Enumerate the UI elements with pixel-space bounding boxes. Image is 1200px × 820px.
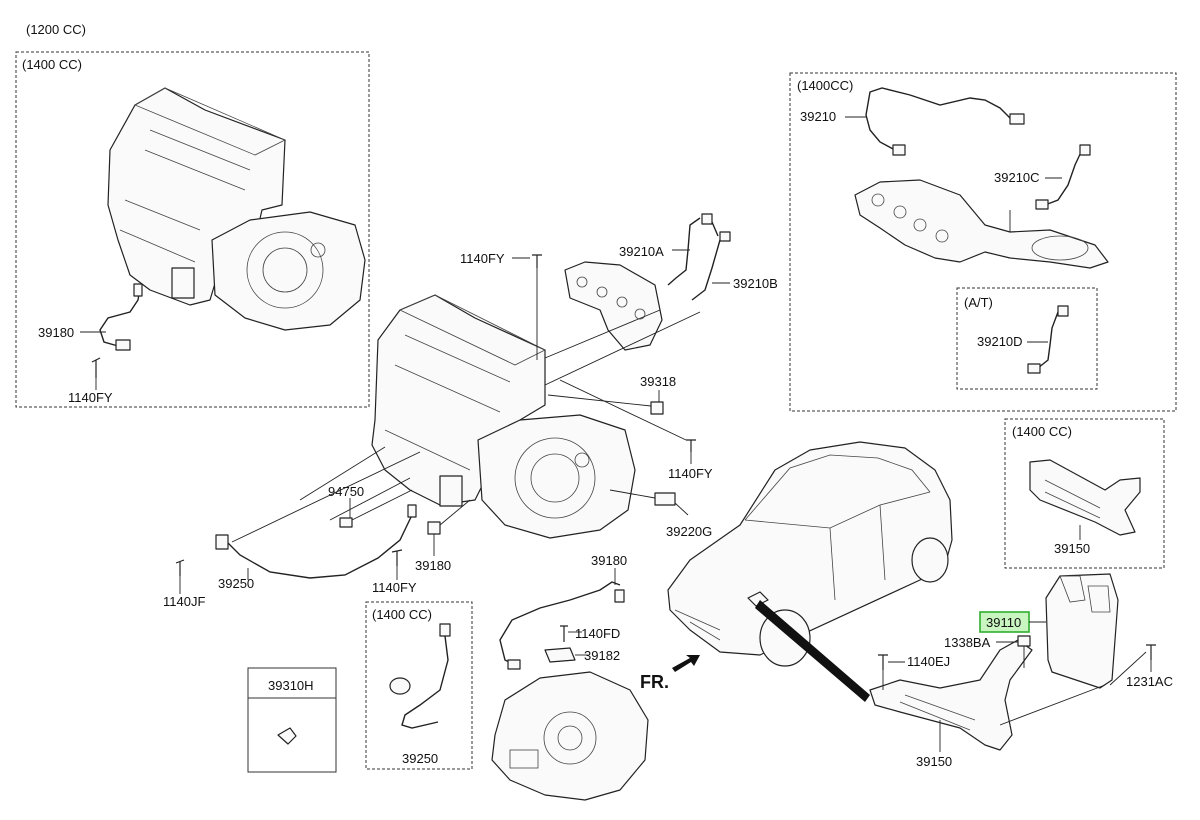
label-39250: 39250: [218, 576, 254, 591]
bolt-1140fd: [560, 625, 568, 642]
sensor-39180-mid: [427, 521, 441, 535]
part-39310h-icon: [277, 727, 297, 745]
sensor-94750: [339, 517, 353, 528]
exhaust-manifold-1400: [854, 179, 1109, 269]
ecu-bracket-39150: [869, 639, 1033, 751]
sensor-wire-39210c: [1044, 149, 1083, 206]
label-39150-low: 39150: [916, 754, 952, 769]
sensor-wire-39210: [865, 87, 1011, 119]
label-39220g: 39220G: [666, 524, 712, 539]
leader-car-to-ecu: [755, 600, 870, 702]
label-39318: 39318: [640, 374, 676, 389]
label-1140ej: 1140EJ: [907, 654, 950, 669]
group-label-at: (A/T): [964, 295, 993, 310]
sensor-wire-39210a: [667, 217, 701, 286]
label-1140fy-top: 1140FY: [68, 390, 113, 405]
ecu-39110: [1045, 573, 1119, 689]
bracket-39182: [544, 647, 576, 663]
label-39110[interactable]: 39110: [986, 615, 1021, 630]
at-box: [956, 287, 1098, 390]
ecu-bracket-39150-1400: [1029, 459, 1141, 536]
sensor-39180-top: [115, 339, 131, 351]
label-1140fy-engine: 1140FY: [460, 251, 505, 266]
engine-block-1400: [107, 87, 366, 331]
label-1140fy-low: 1140FY: [372, 580, 417, 595]
nut-1338ba: [1017, 635, 1031, 647]
label-39210: 39210: [800, 109, 836, 124]
group-label-engine-1400: (1400 CC): [22, 57, 82, 72]
label-94750: 94750: [328, 484, 364, 499]
bolt-1140ej: [878, 654, 888, 670]
group-label-knock-1400: (1400 CC): [372, 607, 432, 622]
label-39180-top: 39180: [38, 325, 74, 340]
label-39210b: 39210B: [733, 276, 778, 291]
label-39210a: 39210A: [619, 244, 664, 259]
label-1140fd: 1140FD: [575, 626, 620, 641]
vehicle-illustration: [667, 441, 953, 667]
sensor-wire-39210b: [691, 221, 721, 301]
label-39210c: 39210C: [994, 170, 1040, 185]
label-39250-box: 39250: [402, 751, 438, 766]
label-39210d: 39210D: [977, 334, 1023, 349]
label-39180-trans: 39180: [591, 553, 627, 568]
sensor-connector-39180-top: [133, 283, 143, 297]
sensor-wire-39250-box: [401, 635, 449, 729]
engine-1400-box: [15, 51, 370, 408]
exhaust-manifold-center: [564, 261, 663, 351]
knock-sensor-1400-box: [365, 601, 473, 770]
label-1231ac: 1231AC: [1126, 674, 1173, 689]
sensor-wire-39210d: [1037, 311, 1059, 369]
group-label-1200cc: (1200 CC): [26, 22, 86, 37]
front-arrow-icon: [672, 655, 700, 672]
engine-block-center: [371, 294, 636, 539]
label-39182: 39182: [584, 648, 620, 663]
front-marker: FR.: [640, 672, 669, 692]
bolt-1231ac: [1146, 644, 1156, 660]
ecu-bracket-1400-box: [1004, 418, 1165, 569]
sensor-wire-39180-trans: [499, 581, 621, 666]
bolt-1140fy-top: [91, 357, 101, 378]
manifold-1400-box: [789, 72, 1177, 412]
sensor-wire-39180-top: [99, 287, 141, 347]
label-39310h: 39310H: [268, 678, 314, 693]
bolt-1140jf: [175, 559, 185, 576]
label-39150-box: 39150: [1054, 541, 1090, 556]
transmission: [491, 671, 649, 801]
bolt-1140fy-right: [686, 439, 696, 452]
bolt-1140fy-low: [391, 549, 403, 566]
sensor-39220g: [654, 492, 676, 506]
sensor-39250: [215, 534, 229, 550]
sensor-39318: [650, 401, 664, 415]
bolt-1140fy-engine: [532, 254, 542, 268]
label-1140jf: 1140JF: [163, 594, 205, 609]
group-label-ecu-bracket-1400: (1400 CC): [1012, 424, 1072, 439]
label-1140fy-right: 1140FY: [668, 466, 713, 481]
group-label-manifold-1400: (1400CC): [797, 78, 853, 93]
knock-sensor-39250: [389, 677, 411, 695]
sensor-wire-39250: [224, 514, 413, 579]
label-1338ba: 1338BA: [944, 635, 991, 650]
label-39180-mid: 39180: [415, 558, 451, 573]
part-39310h-box: [247, 667, 337, 773]
